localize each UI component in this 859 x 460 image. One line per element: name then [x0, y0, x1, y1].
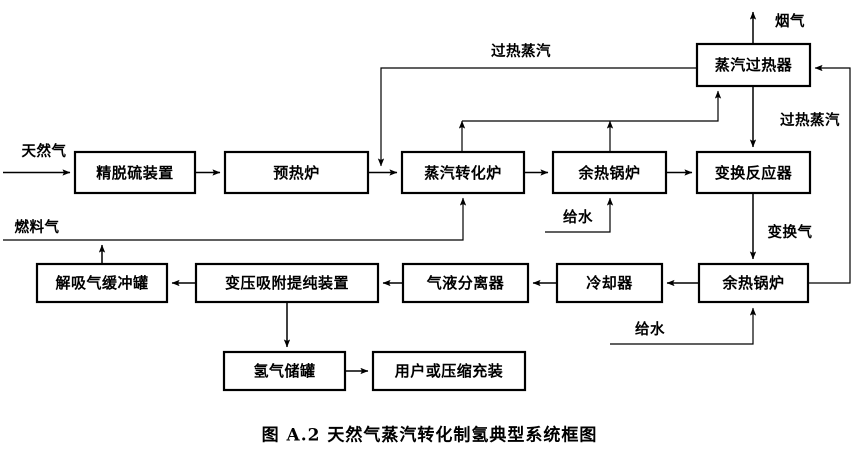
node-label: 冷却器 [586, 274, 633, 292]
edge-superheater-to-reformer-steam [377, 67, 697, 167]
stream-label-natural-gas: 天然气 [22, 142, 67, 160]
stream-label-superheated-steam-2: 过热蒸汽 [780, 111, 840, 129]
edge-wh-boiler-bottom-to-superheater-loop [808, 64, 851, 284]
node-psa-purification-unit[interactable]: 变压吸附提纯装置 [194, 262, 380, 304]
stream-labels: 天然气 燃料气 烟气 过热蒸汽 过热蒸汽 变换气 给水 给水 [15, 12, 840, 338]
node-steam-superheater[interactable]: 蒸汽过热器 [695, 42, 812, 88]
stream-label-flue-gas: 烟气 [775, 12, 805, 30]
node-label: 余热锅炉 [721, 274, 784, 292]
edge-feedwater-to-wh-boiler-top [545, 197, 614, 233]
node-label: 精脱硫装置 [96, 164, 174, 182]
stream-label-fuel-gas: 燃料气 [15, 218, 60, 236]
node-cooler[interactable]: 冷却器 [555, 262, 664, 304]
node-gas-liquid-separator[interactable]: 气液分离器 [401, 262, 530, 304]
node-desulfurizer[interactable]: 精脱硫装置 [73, 150, 197, 195]
node-label: 用户或压缩充装 [395, 362, 504, 380]
figure-caption: 图 A.2 天然气蒸汽转化制氢典型系统框图 [262, 425, 598, 446]
connector-lines [3, 11, 851, 375]
node-hydrogen-storage-tank[interactable]: 氢气储罐 [222, 350, 347, 392]
node-label: 解吸气缓冲罐 [55, 274, 148, 292]
node-user-or-compression-filling[interactable]: 用户或压缩充装 [371, 350, 527, 392]
node-desorption-gas-buffer-tank[interactable]: 解吸气缓冲罐 [35, 262, 169, 304]
stream-label-shift-gas: 变换气 [768, 223, 813, 241]
edge-fuel-gas-to-reformer [3, 197, 467, 241]
node-label: 预热炉 [273, 164, 320, 182]
node-label: 蒸汽转化炉 [424, 164, 502, 182]
node-preheater[interactable]: 预热炉 [223, 150, 370, 195]
edge-steam-header-to-superheater [462, 90, 722, 122]
node-steam-reformer[interactable]: 蒸汽转化炉 [400, 150, 526, 195]
process-unit-boxes: 精脱硫装置 预热炉 蒸汽转化炉 余热锅炉 变换反应器 蒸汽过热器 余热锅炉 [35, 42, 812, 392]
stream-label-feedwater-1: 给水 [563, 208, 593, 226]
stream-label-feedwater-2: 给水 [635, 320, 665, 338]
node-waste-heat-boiler-bottom[interactable]: 余热锅炉 [697, 262, 810, 304]
node-label: 气液分离器 [426, 274, 505, 292]
node-label: 变压吸附提纯装置 [225, 274, 349, 292]
node-label: 变换反应器 [715, 164, 793, 182]
edge-feedwater-to-wh-boiler-bottom [610, 307, 757, 345]
node-label: 氢气储罐 [253, 362, 315, 380]
node-waste-heat-boiler-top[interactable]: 余热锅炉 [551, 150, 668, 195]
node-shift-reactor[interactable]: 变换反应器 [695, 150, 812, 195]
stream-label-superheated-steam-1: 过热蒸汽 [491, 42, 551, 60]
node-label: 余热锅炉 [577, 164, 640, 182]
node-label: 蒸汽过热器 [715, 56, 793, 74]
